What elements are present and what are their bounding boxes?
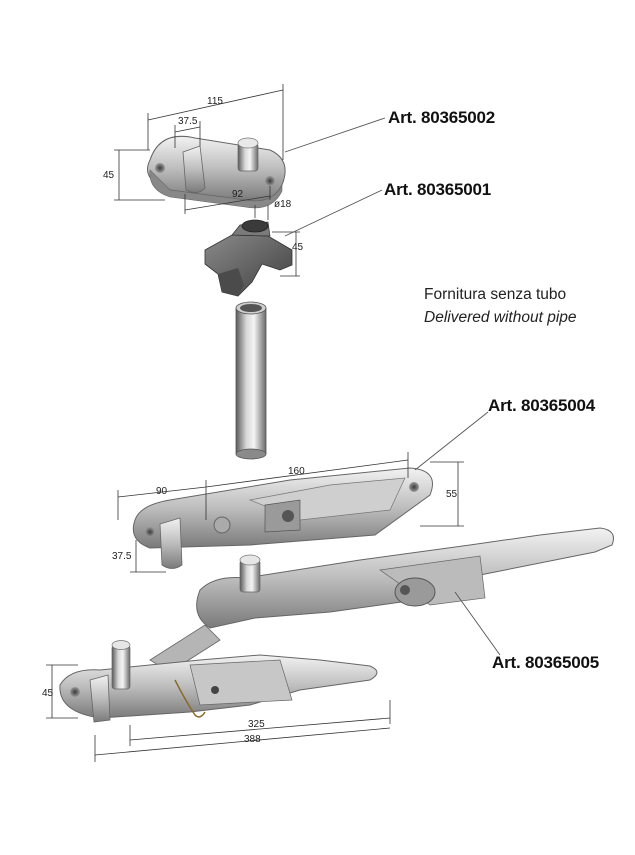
bracket-offset-dim: 90 — [156, 486, 168, 497]
plate-offset-dim: 37.5 — [178, 116, 198, 127]
upper-bracket — [132, 467, 433, 569]
lever-length-short-dim: 325 — [248, 719, 265, 730]
lever-assembly — [59, 527, 614, 723]
lever-length-total-dim: 388 — [244, 734, 261, 745]
supply-note-english: Delivered without pipe — [424, 309, 577, 326]
hub-height-dim: 45 — [292, 242, 304, 253]
label-art-80365001: Art. 80365001 — [384, 180, 492, 199]
bracket-pin-dim: 37.5 — [112, 551, 132, 562]
pipe — [235, 301, 267, 460]
mounting-plate — [147, 135, 286, 209]
plate-spacing-dim: 92 — [232, 189, 244, 200]
lever-dimensions: 45 325 388 — [42, 664, 391, 762]
hub-diameter-dim: ø18 — [274, 199, 292, 210]
bracket-length-dim: 160 — [288, 466, 305, 477]
plate-height-dim: 45 — [103, 170, 115, 181]
hub-dimensions: ø18 45 — [254, 199, 304, 277]
plate-length-dim: 115 — [207, 96, 223, 107]
leader-80365002 — [284, 117, 386, 153]
bracket-dimensions: 90 160 55 37.5 — [112, 452, 464, 573]
leader-80365004 — [414, 411, 489, 471]
label-art-80365005: Art. 80365005 — [492, 653, 600, 672]
supply-note-italian: Fornitura senza tubo — [424, 286, 567, 303]
label-art-80365002: Art. 80365002 — [388, 108, 496, 127]
label-art-80365004: Art. 80365004 — [488, 396, 596, 415]
leader-80365005 — [454, 591, 501, 656]
leader-80365001 — [284, 189, 383, 237]
plate-dimensions: 115 37.5 45 92 — [103, 84, 284, 214]
bracket-height-dim: 55 — [446, 489, 458, 500]
lever-height-dim: 45 — [42, 688, 54, 699]
hub-coupling — [204, 219, 293, 297]
